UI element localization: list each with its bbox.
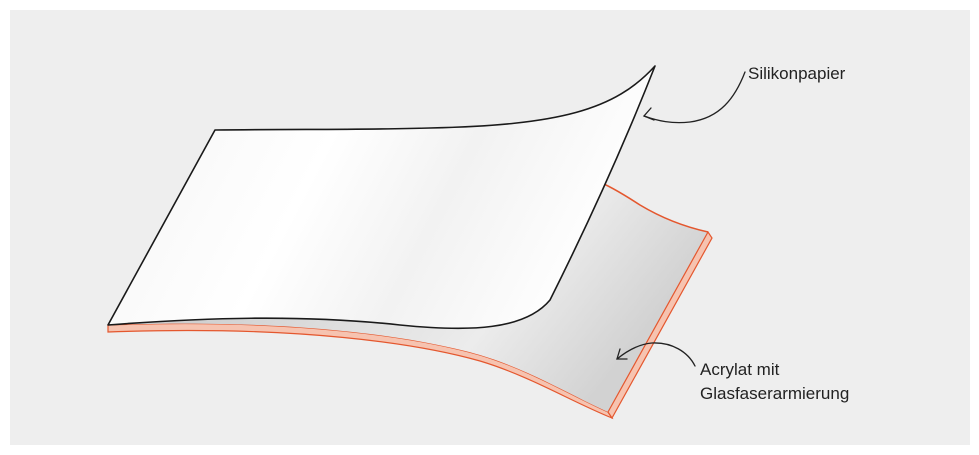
silicone-paper-sheet [107, 65, 656, 330]
release-paper-arrow [642, 71, 746, 124]
release-paper-label: Silikonpapier [748, 64, 846, 83]
acrylic-layer-top-edge [596, 180, 709, 233]
acrylic-glassfibre-layer [108, 181, 708, 412]
acrylic-layer-right-edge [607, 230, 713, 420]
acrylic-layer-label-line2: Glasfaserarmierung [700, 384, 849, 403]
acrylic-layer-label-line1: Acrylat mit [700, 360, 780, 379]
acrylic-layer-arrow [616, 342, 696, 367]
